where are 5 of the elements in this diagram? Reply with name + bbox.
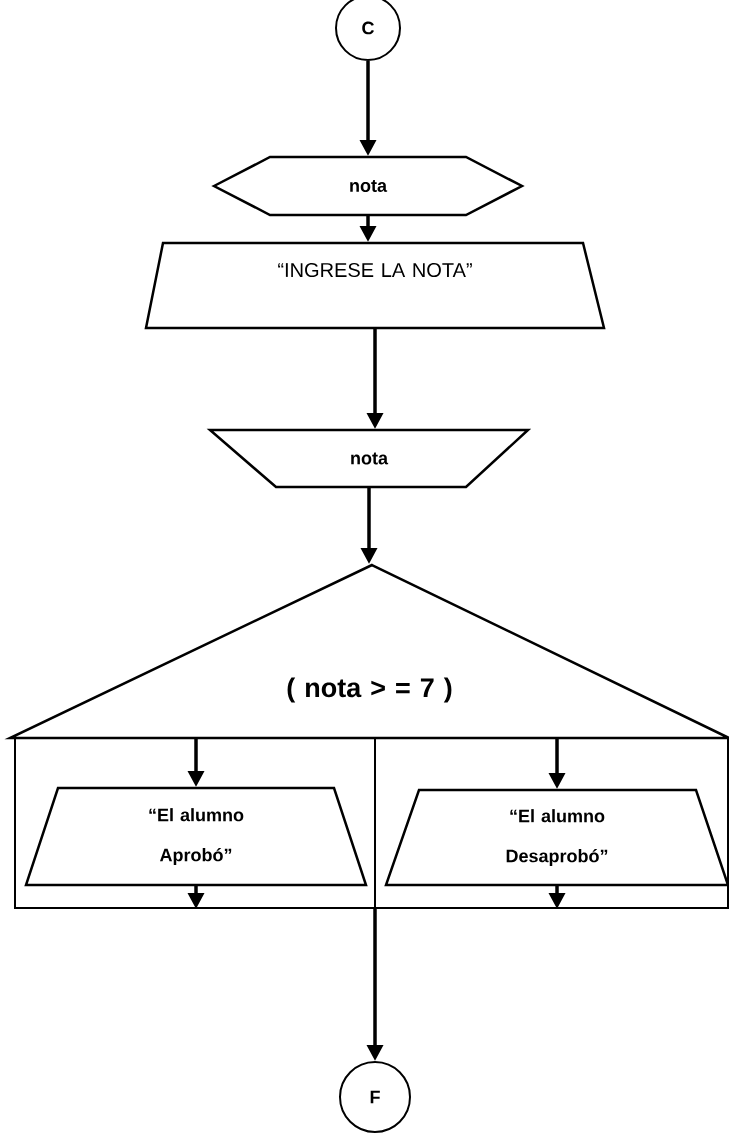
output-trapezoid: “El alumno Desaprobó” xyxy=(384,788,729,887)
branch-box xyxy=(374,737,729,909)
branch-box xyxy=(14,737,376,909)
output-trapezoid: “El alumno Aprobó” xyxy=(24,786,368,887)
input-trapezoid: “INGRESE LA NOTA” xyxy=(144,241,606,330)
